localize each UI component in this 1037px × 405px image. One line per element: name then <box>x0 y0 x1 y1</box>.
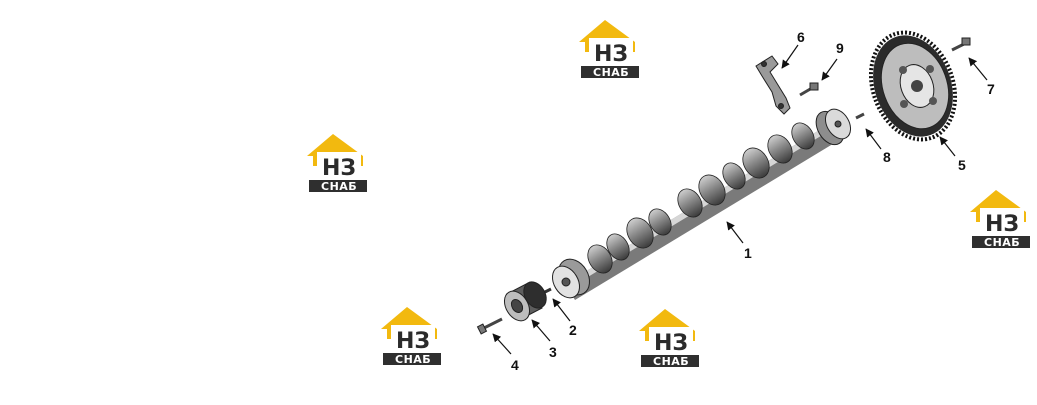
svg-text:НЗ: НЗ <box>985 212 1019 237</box>
callout-7: 7 <box>987 81 995 97</box>
watermark-logo: НЗ СНАБ <box>307 134 367 193</box>
callout-labels: 1 2 3 4 5 6 7 8 9 <box>511 29 995 373</box>
callout-5: 5 <box>958 157 966 173</box>
svg-text:СНАБ: СНАБ <box>593 66 629 79</box>
thrust-plate-bolt <box>799 82 819 97</box>
svg-text:НЗ: НЗ <box>654 331 688 356</box>
callout-3: 3 <box>549 344 557 360</box>
svg-text:СНАБ: СНАБ <box>321 180 357 193</box>
callout-8: 8 <box>883 149 891 165</box>
front-hub <box>503 281 547 322</box>
thrust-plate <box>755 55 791 115</box>
svg-text:СНАБ: СНАБ <box>984 236 1020 249</box>
svg-text:НЗ: НЗ <box>396 329 430 354</box>
callout-2: 2 <box>569 322 577 338</box>
svg-text:СНАБ: СНАБ <box>653 355 689 368</box>
gear-pin <box>855 112 865 120</box>
svg-text:СНАБ: СНАБ <box>395 353 431 366</box>
svg-text:НЗ: НЗ <box>322 156 356 181</box>
watermark-logo: НЗ СНАБ <box>579 20 639 79</box>
leader-arrows <box>492 44 988 355</box>
gear-bolt <box>951 37 971 52</box>
callout-6: 6 <box>797 29 805 45</box>
watermark-logo: НЗ СНАБ <box>970 190 1030 249</box>
watermark-logo: НЗ СНАБ <box>381 307 441 366</box>
callout-4: 4 <box>511 357 519 373</box>
callout-9: 9 <box>836 40 844 56</box>
camshaft-gear <box>868 30 958 142</box>
watermark-logo: НЗ СНАБ <box>639 309 699 368</box>
svg-text:НЗ: НЗ <box>594 42 628 67</box>
front-bolt <box>476 317 503 335</box>
callout-1: 1 <box>744 245 752 261</box>
camshaft <box>551 108 852 300</box>
